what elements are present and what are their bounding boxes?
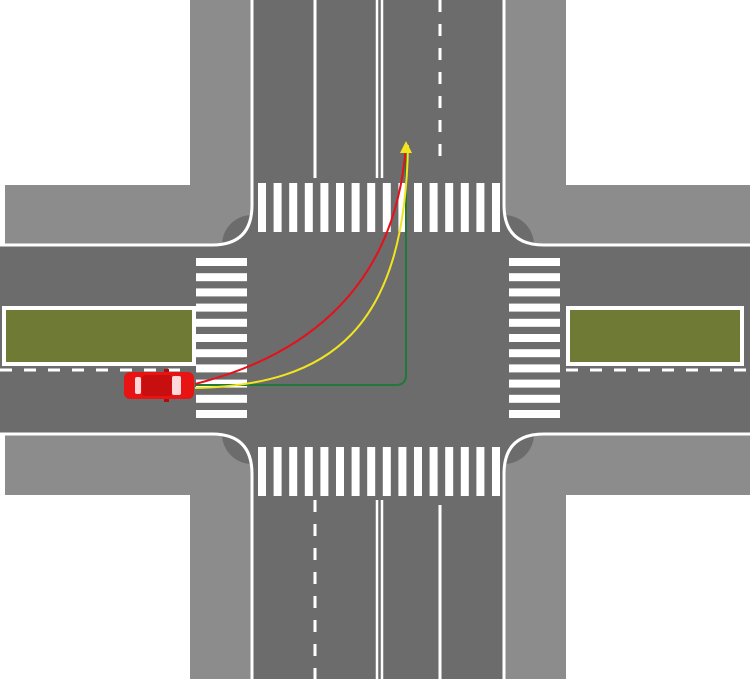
crosswalk-stripe <box>414 183 422 232</box>
crosswalk-stripe <box>273 447 282 496</box>
crosswalk-stripe <box>492 447 500 496</box>
crosswalk-stripe <box>258 447 266 496</box>
crosswalk-stripe <box>429 183 438 232</box>
crosswalk-stripe <box>460 183 469 232</box>
crosswalk-stripe <box>476 447 485 496</box>
arrowhead-icon <box>400 141 412 153</box>
curb-bottom-left <box>0 432 254 679</box>
crosswalk-stripe <box>196 410 247 418</box>
median-left <box>2 306 196 366</box>
crosswalk-stripe <box>289 447 298 496</box>
crosswalk-north <box>258 183 500 232</box>
crosswalk-stripe <box>196 303 247 312</box>
car-roof <box>142 375 172 396</box>
crosswalk-stripe <box>414 447 422 496</box>
crosswalk-stripe <box>445 447 454 496</box>
car-windshield <box>172 376 181 395</box>
car-icon <box>124 369 194 402</box>
crosswalk-stripe <box>196 364 247 373</box>
crosswalk-stripe <box>509 364 560 373</box>
crosswalk-stripe <box>304 183 313 232</box>
crosswalk-stripe <box>273 183 282 232</box>
crosswalk-stripe <box>196 258 247 266</box>
curb-top-left <box>0 0 254 247</box>
crosswalk-stripe <box>509 288 560 297</box>
median-right <box>566 306 744 366</box>
crosswalk-stripe <box>509 394 560 403</box>
curb-top-right <box>502 0 750 247</box>
lane-markings-south <box>313 500 442 679</box>
crosswalk-stripe <box>429 447 438 496</box>
crosswalk-stripe <box>196 349 247 358</box>
crosswalk-stripe <box>336 183 344 232</box>
crosswalk-stripe <box>460 447 469 496</box>
crosswalk-stripe <box>509 334 560 342</box>
median-left-grass <box>6 310 192 362</box>
car-rear-window <box>135 377 141 394</box>
crosswalk-stripe <box>258 183 266 232</box>
path-red <box>194 144 407 385</box>
crosswalk-stripe <box>509 318 560 327</box>
crosswalk-stripe <box>196 334 247 342</box>
crosswalk-stripe <box>367 183 376 232</box>
crosswalk-stripe <box>336 447 344 496</box>
crosswalk-south <box>258 447 500 496</box>
crosswalk-stripe <box>196 273 247 282</box>
crosswalk-stripe <box>367 447 376 496</box>
median-right-grass <box>570 310 740 362</box>
crosswalk-stripe <box>509 349 560 358</box>
crosswalk-stripe <box>398 447 407 496</box>
crosswalk-east <box>509 258 560 418</box>
crosswalk-stripe <box>304 447 313 496</box>
path-green <box>195 145 407 386</box>
car-mirror-bottom <box>164 399 169 402</box>
crosswalk-stripe <box>492 183 500 232</box>
crosswalk-stripe <box>509 303 560 312</box>
path-yellow <box>194 144 409 389</box>
crosswalk-stripe <box>476 183 485 232</box>
crosswalk-stripe <box>196 379 247 388</box>
crosswalk-stripe <box>509 379 560 388</box>
crosswalk-stripe <box>509 273 560 282</box>
crosswalk-stripe <box>445 183 454 232</box>
crosswalk-stripe <box>289 183 298 232</box>
turn-paths <box>194 141 412 389</box>
crosswalk-stripe <box>351 447 360 496</box>
crosswalk-stripe <box>382 447 391 496</box>
crosswalk-stripe <box>382 183 391 232</box>
lane-markings-north <box>313 0 442 178</box>
crosswalk-stripe <box>509 410 560 418</box>
crosswalk-stripe <box>196 394 247 403</box>
crosswalk-stripe <box>509 258 560 266</box>
crosswalk-stripe <box>351 183 360 232</box>
crosswalk-stripe <box>196 318 247 327</box>
curb-bottom-right <box>502 432 750 679</box>
crosswalk-stripe <box>196 288 247 297</box>
crosswalk-stripe <box>398 183 407 232</box>
car-mirror-top <box>164 369 169 372</box>
crosswalk-stripe <box>320 447 329 496</box>
crosswalk-west <box>196 258 247 418</box>
road-center <box>222 215 534 464</box>
crosswalk-stripe <box>320 183 329 232</box>
